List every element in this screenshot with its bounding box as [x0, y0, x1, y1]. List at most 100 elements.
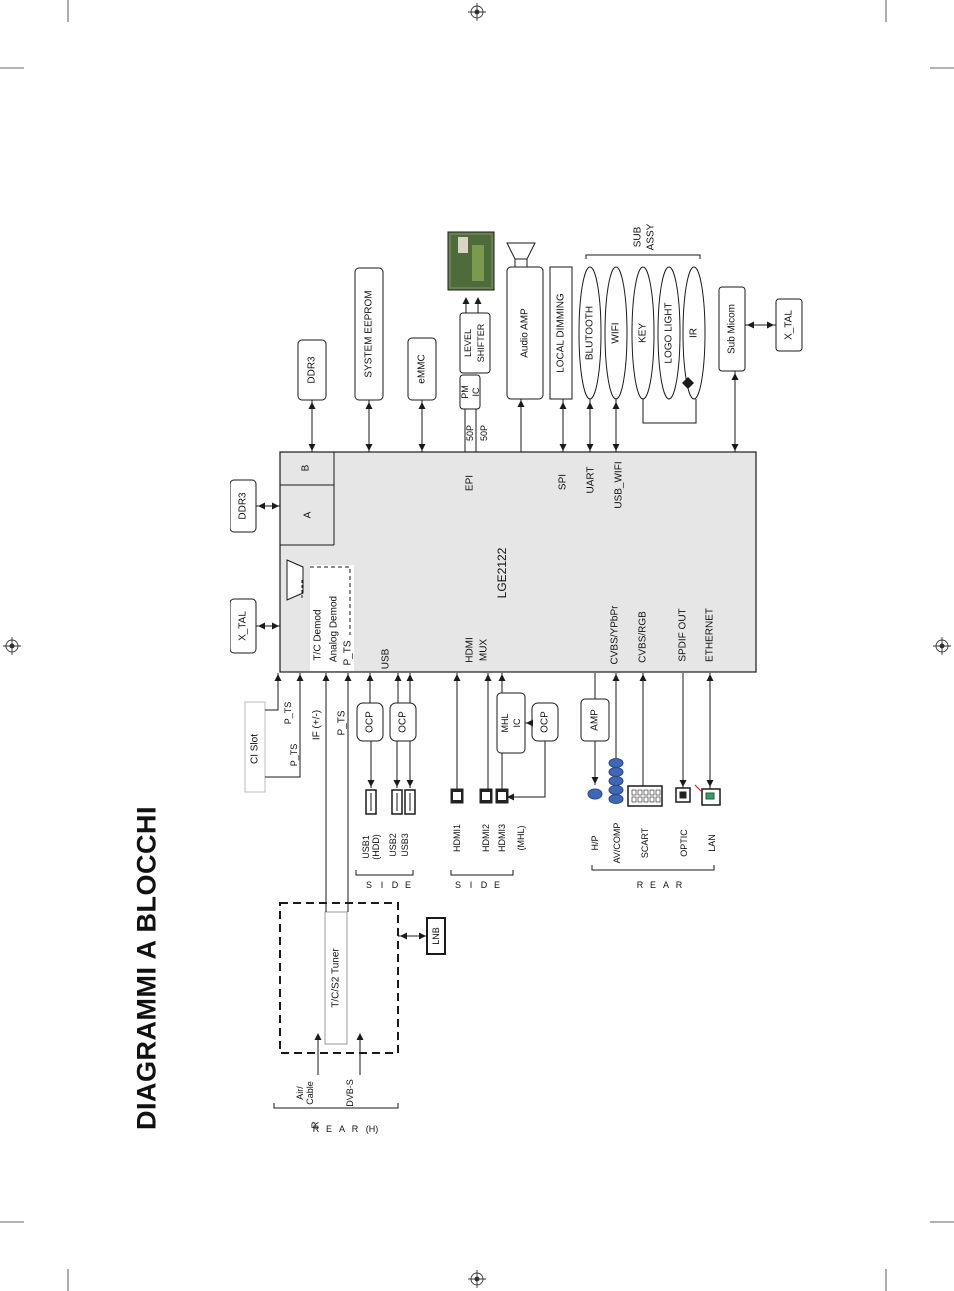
arrow-head — [591, 777, 599, 784]
scart-pin — [631, 789, 637, 796]
arrow-head — [639, 674, 647, 681]
system-eeprom-label: SYSTEM EEPROM — [364, 290, 375, 377]
scart-pin — [643, 796, 649, 803]
hdmi3-port-label: HDMI3 — [497, 824, 507, 852]
local-dimming-label: LOCAL DIMMING — [556, 293, 567, 373]
mhl-ic-label: IC — [512, 718, 522, 728]
side-hdmi-letter: S — [455, 880, 461, 890]
scart-pin — [655, 789, 661, 796]
ci-slot-block — [244, 701, 266, 793]
emmc-label: eMMC — [417, 354, 428, 383]
lnb-label: LNB — [431, 927, 441, 945]
arrow-head — [747, 321, 754, 329]
soc-pin-spi: SPI — [558, 474, 569, 490]
lan-cable — [694, 784, 702, 792]
scart-pin — [643, 789, 649, 796]
soc-name: LGE2122 — [495, 547, 509, 598]
pm-ic-block — [459, 374, 481, 410]
rear-h-letter: A — [339, 1124, 345, 1134]
av-comp-port-label: AV/COMP — [612, 823, 622, 864]
usb23-port-label: USB3 — [400, 833, 410, 857]
mux-icon — [286, 559, 304, 601]
rear-io-bracket — [591, 865, 715, 871]
rear-h-bracket — [273, 1103, 399, 1109]
scart-pin — [637, 796, 643, 803]
arrow-head — [484, 674, 492, 681]
soc-pin-cvbs-ypbpr: CVBS/YPbPr — [610, 605, 621, 665]
side-usb-letter: D — [392, 880, 399, 890]
arrow-head — [706, 780, 714, 787]
sub-assy-key-label: KEY — [638, 323, 649, 343]
usb1-ocp-label: OCP — [365, 711, 376, 733]
side-hdmi-letter: I — [470, 880, 473, 890]
sub-assy-label: ASSY — [646, 223, 657, 250]
soc-pin-hdmi-mux: MUX — [479, 639, 490, 662]
rear-h-letter: R — [313, 1124, 320, 1134]
demod-dashed-path — [310, 566, 351, 635]
hdmi-ocp-label: OCP — [540, 711, 551, 733]
sub-micom-label: Sub Micom — [727, 304, 738, 354]
arrow-head — [296, 674, 304, 681]
tuner-input-air-cable: Cable — [305, 1081, 315, 1105]
side-usb-letter: E — [405, 880, 411, 890]
ci-slot-label: CI Slot — [250, 734, 261, 764]
arrow-head — [394, 674, 402, 681]
side-hdmi-bracket — [450, 870, 514, 876]
panel-display-grass — [472, 245, 484, 281]
arrow-head — [419, 932, 426, 940]
arrow-head — [586, 444, 594, 451]
soc-block-a-label: A — [303, 511, 314, 518]
side-hdmi-letter: E — [494, 880, 500, 890]
tuner-label: T/C/S2 Tuner — [331, 948, 342, 1008]
usb23-port-label: USB2 — [388, 833, 398, 857]
demod-area — [310, 565, 354, 671]
mhl-ic-label: MHL — [500, 713, 510, 732]
soc-pin-analog-demod: Analog Demod — [329, 596, 340, 662]
arrow-head — [344, 674, 352, 681]
arrow-head — [498, 674, 506, 681]
soc-pin-cvbs-rgb: CVBS/RGB — [638, 611, 649, 663]
level-shifter-block — [459, 312, 491, 374]
tuner-input-air-cable: Air/ — [295, 1086, 305, 1100]
level-shifter-label: LEVEL — [463, 329, 473, 357]
sub-micom-block — [718, 286, 746, 372]
side-hdmi-letter: D — [481, 880, 488, 890]
arrow-head — [418, 402, 426, 409]
optic-port-core — [679, 791, 687, 799]
panel-display-figure — [458, 237, 468, 253]
soc-pin-hdmi-mux: HDMI — [465, 637, 476, 663]
usb1-port-label: (HDD) — [371, 834, 381, 860]
arrow-head — [586, 402, 594, 409]
arrow-head — [453, 674, 461, 681]
lan-port-label: LAN — [707, 834, 717, 852]
soc-pin-spdif-out: SPDIF OUT — [678, 608, 689, 661]
tuner-pts-label: P_TS — [337, 710, 348, 735]
epi-50p-label-2: 50P — [479, 425, 489, 441]
speaker-icon — [506, 242, 536, 260]
arrow-head — [612, 444, 620, 451]
usb23-ocp-block — [389, 702, 417, 742]
soc-pin-usb: USB — [381, 648, 392, 669]
hdmi1-port-icon — [453, 792, 461, 800]
ddr3-left-label: DDR3 — [238, 492, 249, 520]
headphone-jack-icon — [587, 788, 603, 800]
rear-h-letter: R — [352, 1124, 359, 1134]
sub-assy-blutooth-label: BLUTOOTH — [585, 306, 596, 360]
sub-assy-logo-light-label: LOGO LIGHT — [664, 302, 675, 363]
optic-port-label: OPTIC — [679, 829, 689, 857]
arrow-head — [400, 932, 407, 940]
hdmi2-port-icon — [482, 792, 490, 800]
scart-pin — [649, 796, 655, 803]
rear-io-letter: R — [637, 880, 644, 890]
scart-pin — [631, 796, 637, 803]
soc-pin-ethernet: ETHERNET — [705, 608, 716, 662]
soc-pin-tc-demod: T/C Demod — [313, 609, 324, 660]
hdmi3-mhl-label: (MHL) — [516, 826, 526, 851]
arrow-head — [308, 402, 316, 409]
scart-pin — [637, 789, 643, 796]
ddr3-right-label: DDR3 — [307, 356, 318, 384]
usb1-port-label: USB1 — [361, 835, 371, 859]
xtal-right-label: X_TAL — [784, 310, 795, 340]
key-logo-diamond — [682, 377, 694, 389]
